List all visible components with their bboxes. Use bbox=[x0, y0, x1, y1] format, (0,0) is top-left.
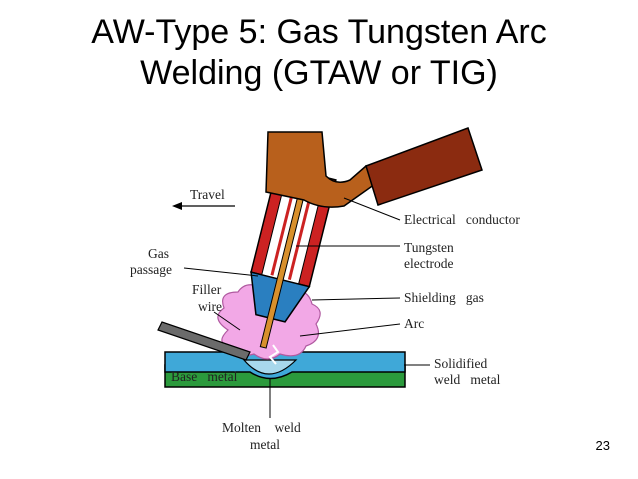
label-base-metal: Base metal bbox=[171, 369, 238, 384]
label-tungsten-line1: Tungsten bbox=[404, 240, 454, 255]
label-gas-line2: passage bbox=[130, 262, 172, 277]
label-filler-line1: Filler bbox=[192, 282, 222, 297]
label-shielding-gas: Shielding gas bbox=[404, 290, 484, 305]
molten-weld-pool bbox=[242, 359, 298, 375]
label-gas-line1: Gas bbox=[148, 246, 169, 261]
label-tungsten-line2: electrode bbox=[404, 256, 453, 271]
page-number: 23 bbox=[595, 438, 610, 453]
filler-wire bbox=[157, 321, 251, 361]
label-molten-line2: metal bbox=[250, 437, 280, 452]
torch-body bbox=[265, 131, 380, 208]
label-solidified-line2: weld metal bbox=[434, 372, 501, 387]
label-filler-line2: wire bbox=[198, 299, 222, 314]
arc bbox=[268, 344, 280, 365]
title-line-1: AW-Type 5: Gas Tungsten Arc bbox=[91, 13, 547, 51]
title-line-2: Welding (GTAW or TIG) bbox=[140, 54, 498, 92]
label-arc: Arc bbox=[404, 316, 424, 331]
label-solidified-line1: Solidified bbox=[434, 356, 487, 371]
label-electrical-conductor: Electrical conductor bbox=[404, 212, 520, 227]
gas-cup bbox=[250, 271, 311, 323]
slide-title: AW-Type 5: Gas Tungsten Arc Welding (GTA… bbox=[0, 12, 638, 94]
electrical-cable bbox=[365, 127, 483, 206]
label-travel: Travel bbox=[190, 187, 225, 202]
label-molten-line1: Molten weld bbox=[222, 420, 301, 435]
